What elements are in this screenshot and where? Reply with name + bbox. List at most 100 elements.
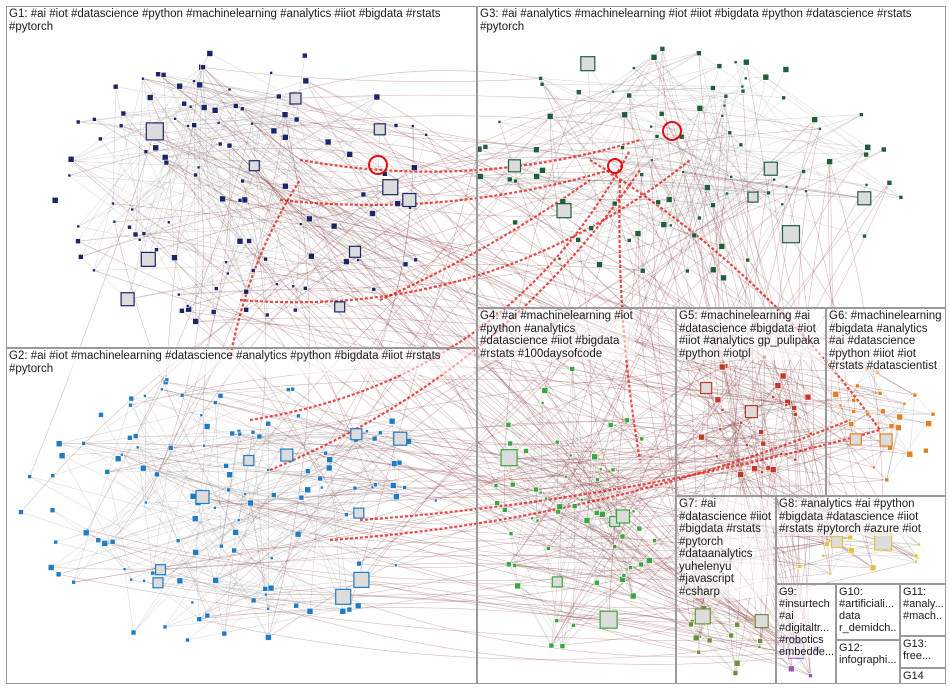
network-edge	[165, 148, 481, 177]
network-edge	[145, 167, 204, 503]
network-node	[76, 224, 81, 229]
network-edge	[311, 256, 338, 307]
network-edge	[265, 579, 366, 590]
network-node	[112, 219, 117, 224]
network-edge	[663, 114, 862, 225]
network-node	[402, 261, 409, 268]
network-node	[231, 547, 237, 554]
network-edge	[343, 413, 869, 598]
network-edge	[170, 145, 231, 448]
network-node	[210, 309, 217, 315]
network-edge	[571, 368, 575, 507]
network-edge	[245, 186, 286, 292]
network-edge	[129, 227, 338, 307]
network-node	[285, 387, 291, 392]
network-edge	[782, 375, 874, 568]
network-node	[546, 113, 554, 120]
network-edge	[238, 496, 397, 521]
network-edge	[295, 98, 748, 446]
network-node	[185, 304, 190, 308]
network-edge	[596, 438, 642, 514]
network-edge	[535, 489, 537, 522]
network-edge	[508, 564, 563, 647]
network-node	[538, 490, 543, 495]
network-node	[92, 268, 96, 273]
network-node	[293, 602, 300, 609]
network-edge	[131, 398, 400, 463]
network-node	[152, 144, 159, 152]
network-edge	[550, 118, 565, 211]
network-edge	[121, 454, 703, 617]
network-edge	[168, 105, 237, 223]
network-node	[575, 237, 582, 243]
network-edge	[59, 389, 289, 444]
network-edge	[201, 66, 541, 82]
network-hub-node	[348, 245, 362, 258]
network-node	[862, 233, 867, 239]
network-edge	[400, 438, 794, 641]
network-edge	[52, 447, 138, 476]
network-edge	[142, 78, 865, 199]
network-node	[826, 158, 833, 165]
network-edge	[239, 200, 406, 265]
network-node	[154, 247, 159, 252]
network-edge	[339, 306, 509, 426]
network-edge	[716, 411, 752, 457]
network-edge	[252, 123, 427, 136]
network-edge	[551, 581, 558, 646]
network-node	[236, 237, 244, 245]
network-node	[714, 396, 722, 404]
network-edge	[143, 225, 335, 234]
network-node	[200, 104, 208, 111]
network-edge	[720, 429, 774, 470]
network-edge	[376, 96, 852, 425]
network-edge	[514, 165, 579, 241]
network-node	[78, 254, 84, 260]
network-edge	[239, 159, 691, 304]
network-edge	[104, 467, 330, 544]
network-edge	[292, 388, 703, 617]
network-edge	[578, 87, 713, 93]
network-node	[619, 533, 626, 540]
network-node	[771, 395, 776, 399]
network-edge	[867, 414, 875, 468]
network-node	[554, 618, 560, 624]
network-edge	[284, 114, 356, 252]
network-edge	[536, 479, 598, 523]
network-edge	[199, 607, 800, 657]
network-edge	[435, 456, 769, 501]
network-edge	[699, 636, 736, 674]
network-edge	[187, 114, 285, 127]
network-edge	[104, 426, 208, 544]
network-edge	[721, 366, 748, 446]
group-box-g12: G12: infographi...	[836, 640, 900, 684]
network-edge	[170, 433, 240, 449]
network-edge	[701, 436, 769, 469]
network-edge	[197, 502, 225, 634]
network-node	[668, 223, 673, 228]
network-edge	[267, 415, 299, 471]
network-node	[716, 63, 723, 69]
network-hub-node	[556, 203, 572, 219]
network-edge	[536, 512, 597, 523]
network-edge	[325, 452, 437, 501]
network-edge	[514, 165, 841, 406]
network-node	[211, 107, 219, 114]
network-node	[132, 433, 139, 439]
network-node	[782, 66, 790, 73]
network-node	[186, 124, 190, 128]
network-node	[95, 537, 102, 544]
network-node	[92, 117, 97, 122]
network-node	[325, 464, 333, 472]
network-node	[263, 256, 268, 262]
network-edge	[551, 399, 719, 646]
network-edge	[202, 421, 721, 498]
network-edge	[544, 390, 642, 440]
network-node	[698, 433, 705, 441]
network-edge	[542, 402, 692, 625]
network-node	[864, 144, 872, 151]
network-edge	[265, 438, 401, 595]
network-node	[265, 420, 272, 427]
network-edge	[614, 521, 732, 636]
network-edge	[301, 484, 376, 499]
